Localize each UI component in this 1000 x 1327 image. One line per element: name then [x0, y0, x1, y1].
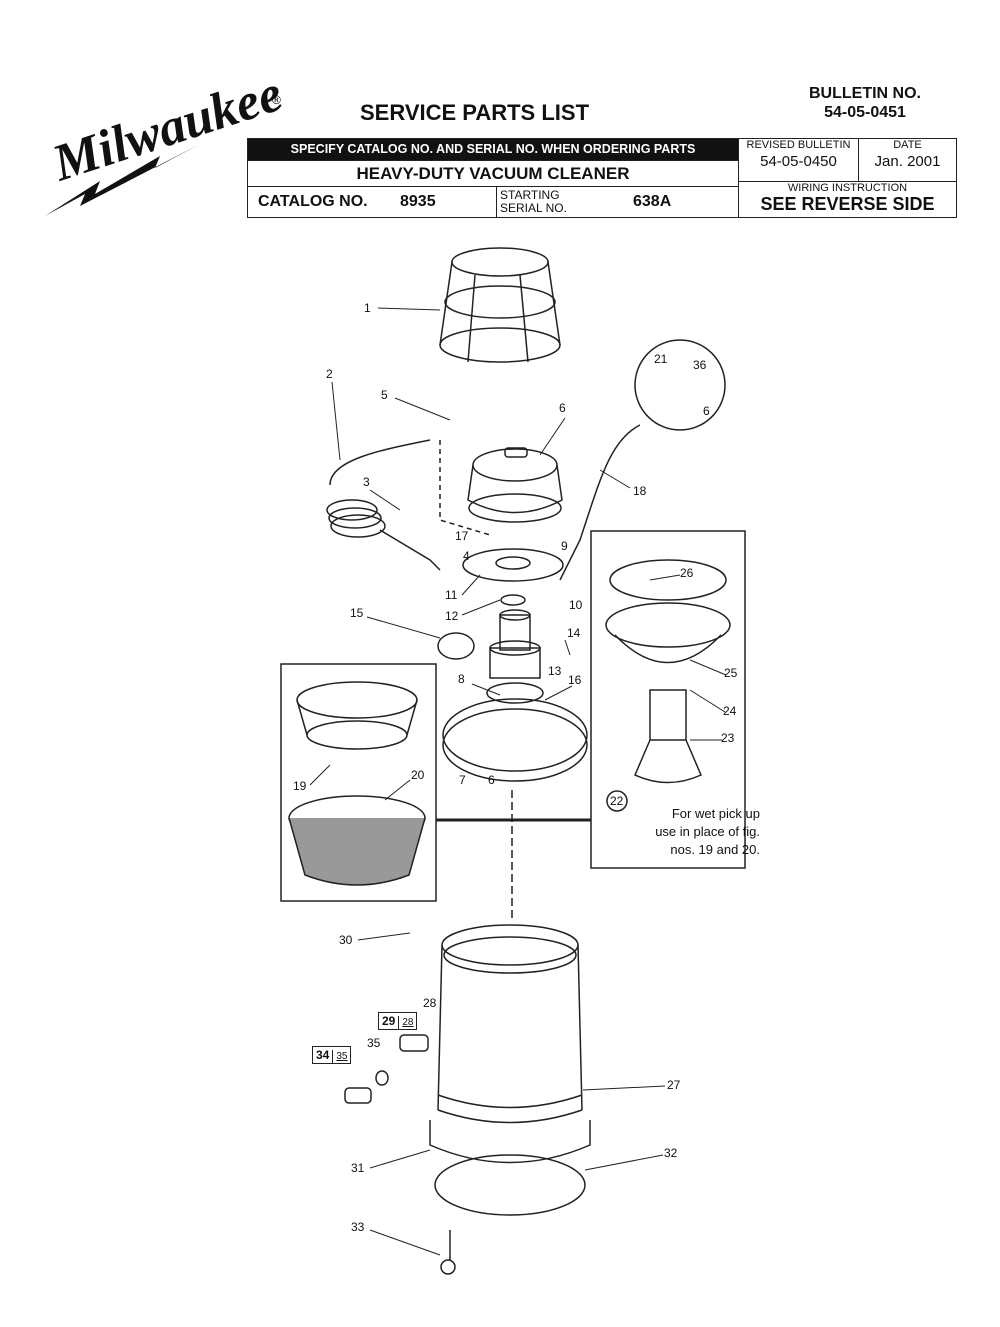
callout-8: 8: [458, 672, 465, 686]
callout-18: 18: [633, 484, 647, 498]
callout-4: 4: [463, 549, 470, 563]
callout-1: 1: [364, 301, 371, 315]
bulletin-value: 54-05-0451: [824, 104, 906, 121]
callout-13: 13: [548, 664, 562, 678]
revised-label: REVISED BULLETIN: [746, 139, 851, 151]
callout-14: 14: [567, 626, 581, 640]
callout-29: 29: [382, 1014, 396, 1028]
catalog-label: CATALOG NO.: [258, 193, 368, 210]
date-label: DATE: [893, 139, 922, 151]
part-22-circle: [606, 790, 628, 812]
callout-31: 31: [351, 1161, 365, 1175]
wiring-instruction: WIRING INSTRUCTION SEE REVERSE SIDE: [738, 181, 956, 218]
registered-mark: ®: [272, 93, 281, 107]
callout-19: 19: [293, 779, 307, 793]
callout-21: 21: [654, 352, 668, 366]
switch-inset: [634, 339, 726, 431]
callout-25: 25: [724, 666, 738, 680]
callout-36: 36: [693, 358, 707, 372]
revised-bulletin: REVISED BULLETIN 54-05-0450: [738, 139, 858, 181]
callout-30: 30: [339, 933, 353, 947]
tank-part: [437, 924, 583, 1124]
wiring-value: SEE REVERSE SIDE: [760, 194, 935, 214]
callout-6-inset: 6: [703, 404, 710, 418]
dry-filter-inset: [280, 663, 437, 902]
callout-10: 10: [569, 598, 583, 612]
serial-label-1: STARTING: [500, 188, 560, 202]
callout-7: 7: [459, 773, 466, 787]
callout-29-sub: 28: [398, 1016, 416, 1029]
bulletin-number: BULLETIN NO. 54-05-0451: [790, 84, 940, 122]
motor-part: [489, 609, 541, 679]
motor-cover-part: [467, 447, 563, 523]
gasket-part: [462, 548, 564, 582]
callout-33: 33: [351, 1220, 365, 1234]
note-line: For wet pick up: [671, 806, 760, 821]
callout-28: 28: [423, 996, 437, 1010]
motor-base-part: [442, 698, 588, 772]
revised-value: 54-05-0450: [760, 153, 837, 170]
note-line: use in place of fig.: [655, 824, 760, 839]
callout-20: 20: [411, 768, 425, 782]
header-table: SPECIFY CATALOG NO. AND SERIAL NO. WHEN …: [247, 138, 957, 218]
callout-32: 32: [664, 1146, 678, 1160]
callout-26: 26: [680, 566, 694, 580]
serial-number: 638A: [633, 193, 672, 210]
ordering-notice: SPECIFY CATALOG NO. AND SERIAL NO. WHEN …: [248, 139, 738, 160]
date: DATE Jan. 2001: [858, 139, 956, 181]
note-line: nos. 19 and 20.: [670, 842, 760, 857]
caster-part: [440, 1259, 456, 1275]
callout-34: 34: [316, 1048, 330, 1062]
power-cord-part: [326, 439, 441, 571]
catalog-row: CATALOG NO. 8935 STARTING SERIAL NO. 638…: [248, 186, 738, 218]
callout-2: 2: [326, 367, 333, 381]
callout-16: 16: [568, 673, 582, 687]
product-name: HEAVY-DUTY VACUUM CLEANER: [248, 160, 738, 186]
callout-24: 24: [723, 704, 737, 718]
callout-15: 15: [350, 606, 364, 620]
callout-5: 5: [381, 388, 388, 402]
callout-12: 12: [445, 609, 459, 623]
callout-34-sub: 35: [332, 1050, 350, 1063]
date-value: Jan. 2001: [874, 153, 941, 170]
page-title: SERVICE PARTS LIST: [360, 100, 590, 125]
callout-35: 35: [367, 1036, 381, 1050]
callout-27: 27: [667, 1078, 681, 1092]
callout-11: 11: [445, 588, 458, 602]
callout-22: 22: [610, 794, 624, 808]
wet-filter-inset: [590, 530, 746, 869]
catalog-number: 8935: [400, 193, 436, 210]
bulletin-label: BULLETIN NO.: [809, 85, 921, 102]
serial-label-2: SERIAL NO.: [500, 201, 567, 215]
wet-pickup-note: For wet pick up use in place of fig. nos…: [610, 805, 760, 859]
cage-part: [439, 247, 561, 363]
callout-3: 3: [363, 475, 370, 489]
callout-7-ref: 6: [488, 773, 495, 787]
callout-17: 17: [455, 529, 469, 543]
callout-23: 23: [721, 731, 735, 745]
dolly-part: [429, 1120, 591, 1164]
serial-label: STARTING SERIAL NO.: [500, 189, 567, 215]
wiring-label: WIRING INSTRUCTION: [787, 182, 908, 194]
callout-6: 6: [559, 401, 566, 415]
callout-9: 9: [561, 539, 568, 553]
